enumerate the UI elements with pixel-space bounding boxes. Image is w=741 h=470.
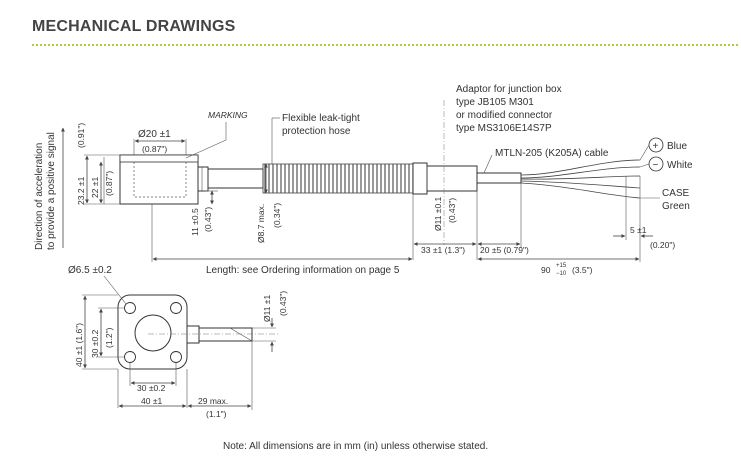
dim-90-sub: −10 [556, 271, 567, 277]
dim-height-23-in: (0.91") [76, 123, 86, 148]
length-text: Length: see Ordering information on page… [206, 265, 400, 276]
marking-label: MARKING [208, 110, 248, 120]
direction-text-2: to provide a positive signal [46, 132, 57, 250]
hose-label-1: Flexible leak-tight [282, 113, 360, 124]
height-dimensions: 23.2 ±1 (0.91") 22 ±1 (0.87") [76, 123, 120, 205]
dim-90-sup: +15 [556, 263, 567, 269]
marking-area [133, 161, 187, 198]
adaptor-label-3: or modified connector [456, 110, 553, 121]
dim-33: 33 ±1 (1.3") [421, 245, 465, 255]
dim-90-in: (3.5") [572, 265, 593, 275]
acceleration-direction: Direction of acceleration to provide a p… [34, 127, 65, 250]
dim-11-in: (0.43") [278, 291, 288, 316]
svg-text:+: + [653, 141, 659, 152]
dim-hose-dia: Ø8.7 max. [256, 204, 266, 243]
dim-29-in: (1.1") [206, 409, 227, 419]
dim-adaptor-dia-in: (0.43") [447, 198, 457, 223]
dim-11-5-group: 11 ±0.5 (0.43") [190, 190, 218, 236]
mount-hole-tl [124, 302, 136, 314]
hose-callout: Flexible leak-tight protection hose [271, 113, 360, 164]
dim-30-h: 30 ±0.2 [137, 383, 166, 393]
dim-height-23: 23.2 ±1 [76, 176, 86, 205]
sensor-body [119, 154, 209, 205]
minus-symbol: − [648, 156, 664, 172]
adaptor-diameter-dimension: Ø11 ±0.1 (0.43") [426, 166, 457, 231]
dim-90: 90 [541, 265, 551, 275]
direction-text-1: Direction of acceleration [34, 143, 45, 250]
footnote: Note: All dimensions are in mm (in) unle… [223, 441, 488, 452]
section-title: MECHANICAL DRAWINGS [32, 18, 236, 35]
top-view-flange [117, 294, 280, 370]
adaptor-callout: Adaptor for junction box type JB105 M301… [456, 84, 562, 134]
plus-symbol: + [648, 137, 664, 153]
mount-hole-br [170, 351, 182, 363]
dim-29: 29 max. [198, 396, 228, 406]
dim-40-v: 40 ±1 (1.6") [74, 323, 84, 367]
title-divider [32, 44, 738, 46]
dim-30-v: 30 ±0.2 [90, 329, 100, 358]
wire-case-label: CASE [662, 188, 690, 199]
sensor-boss [134, 314, 172, 352]
protection-hose [262, 163, 414, 194]
top-view-dimensions: Ø6.5 ±0.2 40 ±1 (1.6") 30 ±0.2 (1.2") 30… [68, 265, 288, 419]
dim-11: Ø11 ±1 [262, 295, 272, 322]
diameter-20-dimension: Ø20 ±1 (0.87") [133, 129, 187, 155]
adaptor-label-4: type MS3106E14S7P [456, 123, 552, 134]
marking-callout: MARKING [185, 110, 248, 159]
dim-hose-dia-in: (0.34") [272, 203, 282, 228]
svg-text:−: − [653, 160, 659, 171]
dim-5-in: (0.20") [650, 240, 675, 250]
adaptor-label-1: Adaptor for junction box [456, 84, 562, 95]
dim-hole: Ø6.5 ±0.2 [68, 265, 112, 276]
dim-11-5-in: (0.43") [203, 207, 213, 232]
dim-5: 5 ±1 [630, 225, 647, 235]
side-view-bottom-dimensions: 33 ±1 (1.3") 20 ±5 (0.79") 5 ±1 (0.20") … [151, 176, 675, 277]
wire-green-label: Green [662, 201, 690, 212]
hose-sleeve [207, 168, 264, 189]
hose-diameter-dimension: Ø8.7 max. (0.34") [256, 163, 282, 243]
hose-label-2: protection hose [282, 126, 351, 137]
wire-white-label: White [667, 160, 693, 171]
dim-40-h: 40 ±1 [141, 396, 162, 406]
dim-height-22-in: (0.87") [104, 171, 114, 196]
cable-label: MTLN-205 (K205A) cable [495, 148, 609, 159]
dim-adaptor-dia: Ø11 ±0.1 [433, 196, 443, 231]
dim-30-v-in: (1.2") [104, 327, 114, 348]
adaptor-label-2: type JB105 M301 [456, 97, 534, 108]
dim-diameter-20-in: (0.87") [142, 144, 167, 154]
dim-11-5: 11 ±0.5 [190, 208, 200, 236]
dim-height-22: 22 ±1 [90, 177, 100, 198]
mount-hole-tr [170, 302, 182, 314]
mount-hole-bl [124, 351, 136, 363]
dim-diameter-20: Ø20 ±1 [138, 129, 171, 140]
wire-blue-label: Blue [667, 141, 687, 152]
dim-20: 20 ±5 (0.79") [480, 245, 529, 255]
adaptor [412, 100, 478, 245]
wires [520, 144, 660, 199]
